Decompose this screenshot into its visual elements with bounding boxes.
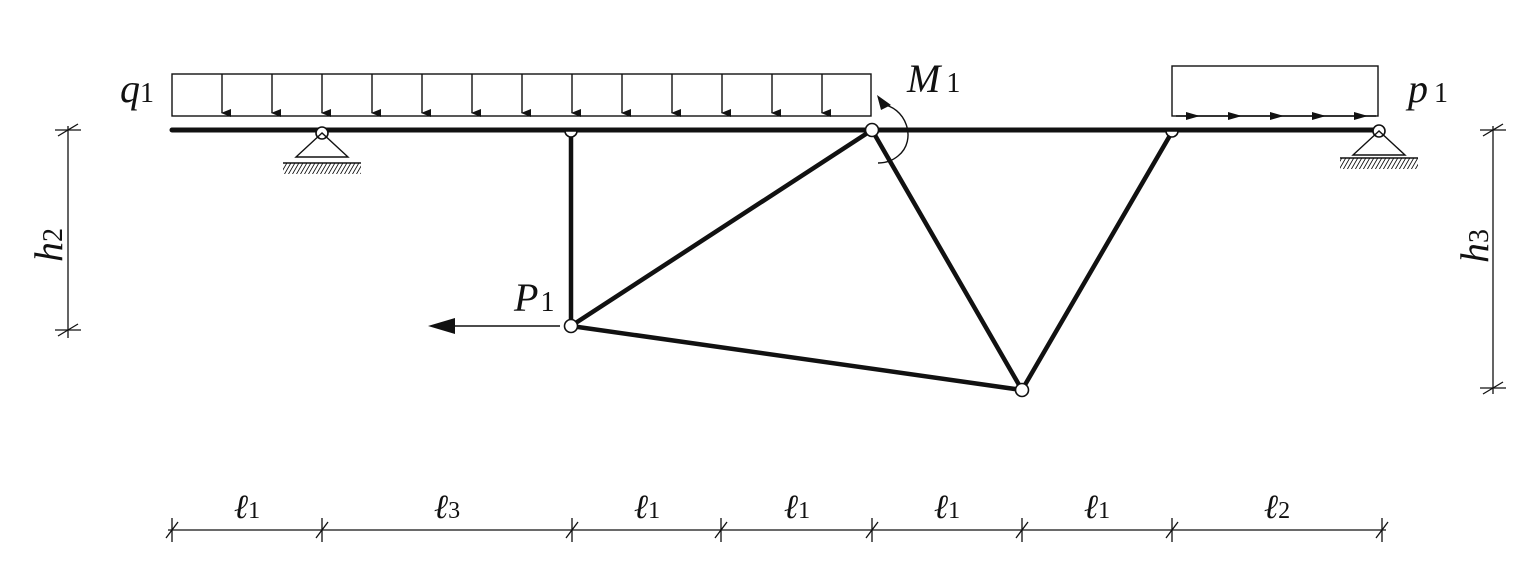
label-h3: h3: [1452, 229, 1497, 263]
dimension-label: ℓ1: [634, 489, 660, 526]
label-q1: q1: [120, 66, 154, 111]
label-P1: P1: [513, 275, 554, 320]
dimension-label: ℓ1: [784, 489, 810, 526]
diagonal-member-left: [568, 127, 875, 329]
dimension-labels: ℓ1 ℓ3 ℓ1 ℓ1 ℓ1 ℓ1 ℓ2: [234, 489, 1290, 526]
dimension-ticks: [165, 518, 1389, 542]
pin-support-right: [1340, 124, 1418, 169]
truss-members: [568, 127, 1175, 393]
hinges: [563, 122, 1179, 398]
dimension-label: ℓ1: [1084, 489, 1110, 526]
dimension-label: ℓ3: [434, 489, 460, 526]
hinge-connection: [564, 130, 578, 138]
dimension-h3: [1480, 123, 1506, 395]
dimension-line-horizontal: [165, 518, 1389, 542]
dimension-h2: [55, 123, 81, 338]
point-load-P1: [428, 318, 560, 334]
dimension-label: ℓ1: [934, 489, 960, 526]
pin-support-left: [283, 126, 361, 174]
diagonal-member-middle: [869, 127, 1025, 393]
dimension-label: ℓ2: [1264, 489, 1290, 526]
hinge-node: [563, 318, 579, 334]
dimension-label: ℓ1: [234, 489, 260, 526]
load-arrows: [221, 74, 831, 117]
moment-m1: [877, 95, 909, 164]
label-h2: h2: [26, 228, 71, 262]
hinge-node: [864, 122, 880, 138]
diagonal-member-right: [1019, 129, 1175, 393]
distributed-load-p1: [1171, 65, 1379, 120]
distributed-load-q1: [171, 73, 872, 117]
hinge-node: [1014, 382, 1030, 398]
bottom-member: [568, 323, 1025, 393]
hinge-connection: [1165, 130, 1179, 138]
